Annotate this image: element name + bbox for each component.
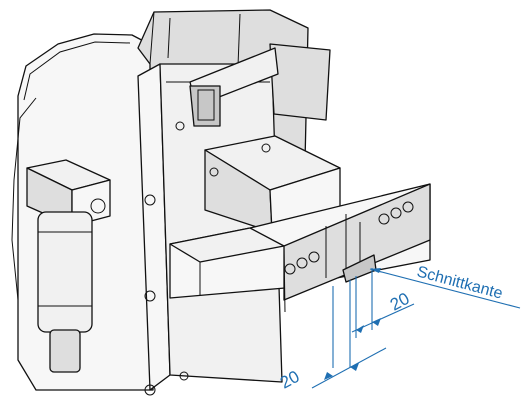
holder-screw-3 xyxy=(308,251,320,263)
valve-fitting xyxy=(90,198,106,214)
holder-screw-4 xyxy=(378,213,390,225)
holder-screw-5 xyxy=(390,207,402,219)
side-bolt-upper xyxy=(144,194,156,206)
holder-screw-2 xyxy=(296,257,308,269)
carriage-screw-left xyxy=(209,167,219,177)
side-bolt-lower xyxy=(144,384,156,396)
holder-screw-1 xyxy=(284,263,296,275)
plate-bolt-lower xyxy=(179,371,189,381)
arrowhead-bottom-left xyxy=(324,372,333,380)
arrowhead-bottom-right xyxy=(350,363,359,371)
filter-valve xyxy=(26,159,156,396)
plate-bolt-upper xyxy=(175,121,185,131)
cut-edge-label: Schnittkante xyxy=(415,263,505,302)
dimension-line-bottom xyxy=(311,347,387,389)
cut-edge-leader xyxy=(369,268,521,309)
carriage-screw-top xyxy=(261,143,271,153)
side-bolt-middle xyxy=(144,290,156,302)
arrowhead-right-right xyxy=(372,318,381,326)
holder-screw-6 xyxy=(402,201,414,213)
mounting-bracket xyxy=(189,43,331,127)
holder-assembly xyxy=(169,183,431,313)
cut-edge-arrowhead xyxy=(370,268,381,273)
arrowhead-right-left xyxy=(356,325,364,333)
upper-carriage xyxy=(204,135,341,233)
dimension-label-right: 20 xyxy=(387,289,413,315)
